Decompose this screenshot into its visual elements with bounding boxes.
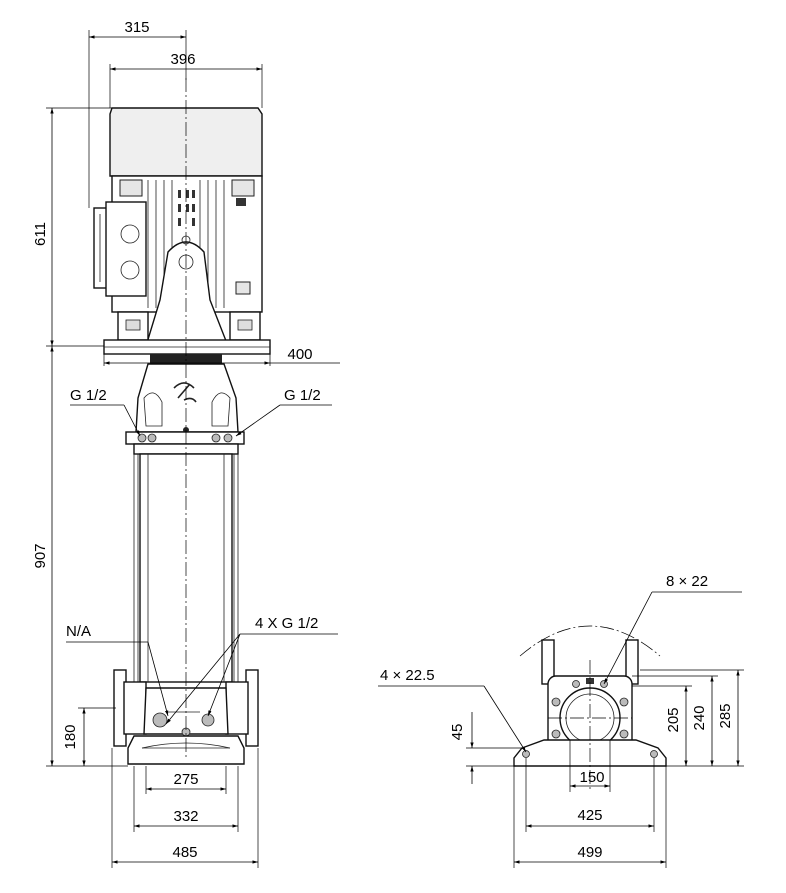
dim-315: 315 [124, 19, 149, 36]
front-dimensions: 315 396 611 400 G 1/2 G 1/2 907 N/A [32, 19, 340, 868]
dim-180: 180 [62, 724, 79, 749]
dim-240: 240 [691, 705, 708, 730]
fin-slots [178, 190, 195, 226]
dim-499: 499 [577, 844, 602, 861]
dim-275: 275 [173, 771, 198, 788]
dim-485: 485 [172, 844, 197, 861]
dim-400: 400 [287, 346, 312, 363]
dim-332: 332 [173, 808, 198, 825]
dim-611: 611 [32, 222, 49, 246]
dim-8x22: 8 × 22 [666, 573, 708, 590]
grundfos-logo-icon [173, 382, 197, 403]
dim-907: 907 [32, 543, 49, 568]
dim-396: 396 [170, 51, 195, 68]
na-label: N/A [66, 623, 91, 640]
terminal-box [93, 201, 147, 297]
motor-flange [103, 339, 271, 355]
dim-285: 285 [717, 703, 734, 728]
vent-left-label: G 1/2 [70, 387, 107, 404]
front-view [93, 78, 271, 765]
dim-150: 150 [579, 769, 604, 786]
head-plate [125, 431, 245, 455]
dim-425: 425 [577, 807, 602, 824]
side-view [513, 625, 667, 790]
dim-4x22-5: 4 × 22.5 [380, 667, 435, 684]
drain-label: 4 X G 1/2 [255, 615, 318, 632]
vent-right-label: G 1/2 [284, 387, 321, 404]
drain-plug-icon [152, 711, 215, 737]
dim-205: 205 [665, 707, 682, 732]
dim-45: 45 [449, 724, 466, 741]
side-dimensions: 8 × 22 4 × 22.5 45 205 240 285 150 [378, 573, 744, 868]
